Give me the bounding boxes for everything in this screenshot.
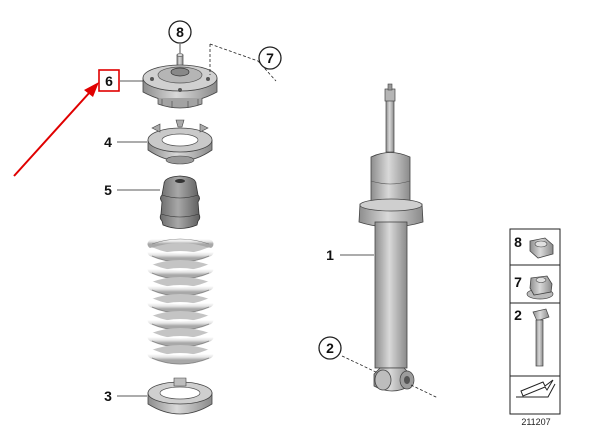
part-3-lower-spring-seat <box>147 377 213 415</box>
callout-6-highlight-box <box>98 69 120 92</box>
direction-arrow-icon <box>516 379 556 398</box>
legend-flange-nut-icon <box>526 275 554 300</box>
coil-turn <box>147 247 214 263</box>
coil-turn <box>147 298 214 314</box>
part-6-strut-mount <box>142 64 218 109</box>
coil-spring <box>147 234 214 365</box>
diagram-id: 211207 <box>521 417 550 427</box>
callout-5: 5 <box>104 182 112 198</box>
part-4-spring-pad <box>147 119 213 165</box>
callout-circle-8 <box>168 20 192 44</box>
coil-turn <box>147 281 214 297</box>
coil-turn <box>147 315 214 331</box>
coil-turn-edge <box>151 357 210 365</box>
coil-turn <box>147 332 214 348</box>
coil-turn <box>147 264 214 280</box>
legend-bolt-icon <box>532 308 550 367</box>
legend-label-7: 7 <box>514 274 522 290</box>
part-1-shock-absorber <box>358 83 424 392</box>
callout-1: 1 <box>326 247 334 263</box>
legend-label-8: 8 <box>514 234 522 250</box>
legend-label-2: 2 <box>514 307 522 323</box>
callout-2: 2 <box>326 340 334 356</box>
callout-circle-7 <box>258 46 282 70</box>
callout-8: 8 <box>176 24 184 40</box>
highlight-arrow <box>13 82 99 177</box>
callout-7: 7 <box>266 50 274 66</box>
hardware-legend: 8 7 2 <box>509 228 561 415</box>
part-5-bump-stop <box>159 175 201 229</box>
leader-lines <box>117 43 374 397</box>
coil-turn <box>147 349 214 365</box>
callout-circle-2 <box>318 336 342 360</box>
callout-4: 4 <box>104 134 112 150</box>
legend-nut-icon <box>529 237 554 259</box>
callout-6: 6 <box>105 73 113 89</box>
bolt-axis-line <box>341 355 439 399</box>
callout-3: 3 <box>104 388 112 404</box>
